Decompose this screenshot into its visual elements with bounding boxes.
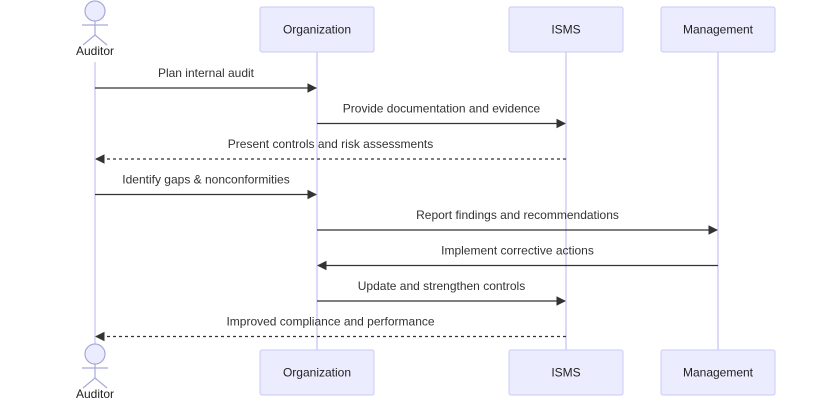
participant-label-isms: ISMS — [551, 366, 580, 380]
participant-box — [259, 349, 375, 396]
message-label: Plan internal audit — [158, 66, 255, 80]
message-2: Provide documentation and evidence — [317, 102, 566, 129]
actor-label-auditor: Auditor — [76, 387, 114, 401]
message-4: Identify gaps & nonconformities — [95, 173, 317, 200]
actor-head-icon — [84, 0, 106, 22]
participant-isms-bottom: ISMS — [508, 349, 624, 396]
participant-organization-top: Organization — [259, 6, 375, 53]
participant-box — [660, 6, 776, 53]
message-7: Update and strengthen controls — [317, 279, 566, 306]
actor-leg-right-icon — [94, 377, 108, 389]
participant-label-management: Management — [683, 366, 754, 380]
participant-box — [259, 6, 375, 53]
participant-management-bottom: Management — [660, 349, 776, 396]
participants-bottom: Auditor Organization ISMS Management — [76, 343, 776, 401]
actor-leg-left-icon — [82, 34, 96, 46]
message-3: Present controls and risk assessments — [95, 137, 566, 164]
participant-label-management: Management — [683, 23, 754, 37]
actor-leg-right-icon — [94, 34, 108, 46]
participant-isms-top: ISMS — [508, 6, 624, 53]
message-label: Implement corrective actions — [441, 244, 594, 258]
actor-leg-left-icon — [82, 377, 96, 389]
participant-label-isms: ISMS — [551, 23, 580, 37]
participant-management-top: Management — [660, 6, 776, 53]
actor-auditor-bottom: Auditor — [76, 343, 114, 401]
actor-auditor-top: Auditor — [76, 0, 114, 58]
actor-label-auditor: Auditor — [76, 44, 114, 58]
message-1: Plan internal audit — [95, 66, 317, 93]
message-label: Present controls and risk assessments — [228, 137, 433, 151]
participants-top: Auditor Organization ISMS Management — [76, 0, 776, 58]
message-label: Improved compliance and performance — [226, 315, 434, 329]
message-label: Identify gaps & nonconformities — [122, 173, 289, 187]
participant-organization-bottom: Organization — [259, 349, 375, 396]
participant-box — [508, 349, 624, 396]
actor-head-icon — [84, 343, 106, 365]
participant-label-organization: Organization — [283, 23, 351, 37]
message-label: Report findings and recommendations — [416, 208, 619, 222]
message-5: Report findings and recommendations — [317, 208, 718, 235]
message-8: Improved compliance and performance — [95, 315, 566, 342]
lifelines — [94, 52, 719, 350]
message-6: Implement corrective actions — [317, 244, 718, 271]
participant-box — [508, 6, 624, 53]
message-label: Update and strengthen controls — [358, 279, 525, 293]
participant-box — [660, 349, 776, 396]
message-label: Provide documentation and evidence — [343, 102, 541, 116]
participant-label-organization: Organization — [283, 366, 351, 380]
